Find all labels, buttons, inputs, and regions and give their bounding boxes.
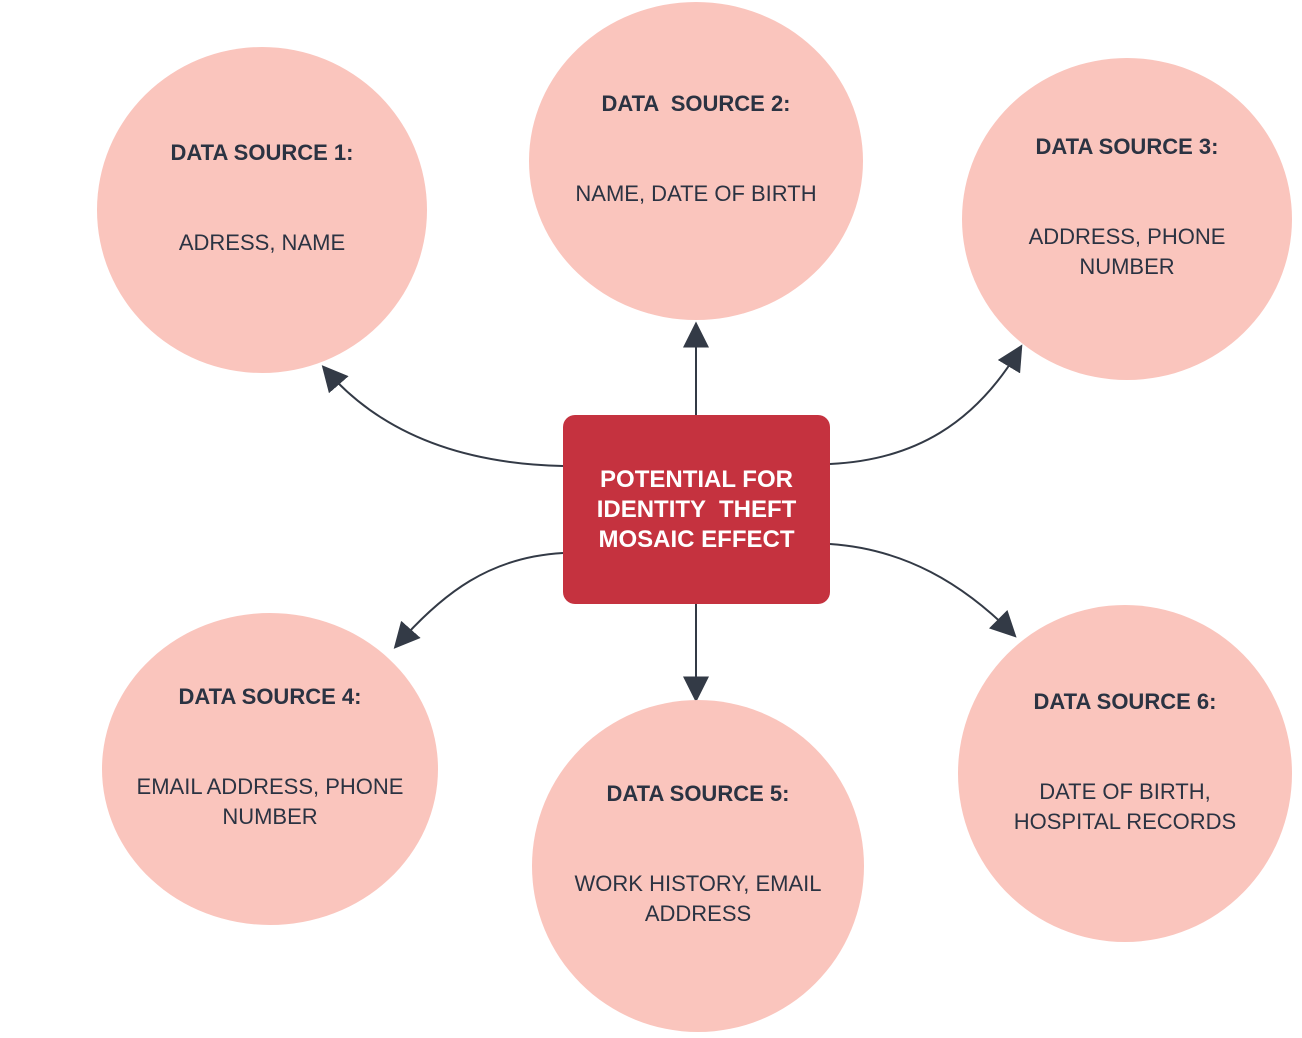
node-detail: EMAIL ADDRESS, PHONE NUMBER [136, 774, 404, 829]
node-data-source-6: DATA SOURCE 6: DATE OF BIRTH, HOSPITAL R… [958, 605, 1292, 942]
node-data-source-4: DATA SOURCE 4: EMAIL ADDRESS, PHONE NUMB… [102, 613, 438, 925]
arrow-to-data-source-6 [829, 543, 1017, 638]
node-detail: ADRESS, NAME [178, 230, 346, 255]
node-detail: ADDRESS, PHONE NUMBER [1028, 224, 1226, 279]
node-detail: DATE OF BIRTH, HOSPITAL RECORDS [1013, 778, 1237, 834]
node-title: DATA SOURCE 3: [1035, 134, 1219, 159]
node-title: DATA SOURCE 2: [601, 91, 791, 116]
arrow-to-data-source-1 [321, 365, 564, 467]
center-concept-label: POTENTIAL FOR IDENTITY THEFT MOSAIC EFFE… [596, 465, 797, 553]
node-data-source-1: DATA SOURCE 1: ADRESS, NAME [97, 47, 427, 373]
node-detail: NAME, DATE OF BIRTH [575, 181, 817, 206]
node-detail: WORK HISTORY, EMAIL ADDRESS [574, 871, 822, 926]
node-data-source-2: DATA SOURCE 2: NAME, DATE OF BIRTH [529, 2, 863, 320]
arrow-to-data-source-3 [829, 344, 1023, 465]
center-concept-box: POTENTIAL FOR IDENTITY THEFT MOSAIC EFFE… [563, 415, 830, 604]
node-title: DATA SOURCE 1: [170, 140, 354, 165]
node-title: DATA SOURCE 6: [1033, 688, 1217, 714]
node-title: DATA SOURCE 5: [606, 781, 790, 806]
arrow-to-data-source-4 [393, 552, 564, 649]
node-data-source-5: DATA SOURCE 5: WORK HISTORY, EMAIL ADDRE… [532, 700, 864, 1032]
node-data-source-3: DATA SOURCE 3: ADDRESS, PHONE NUMBER [962, 58, 1292, 380]
node-title: DATA SOURCE 4: [178, 684, 362, 709]
